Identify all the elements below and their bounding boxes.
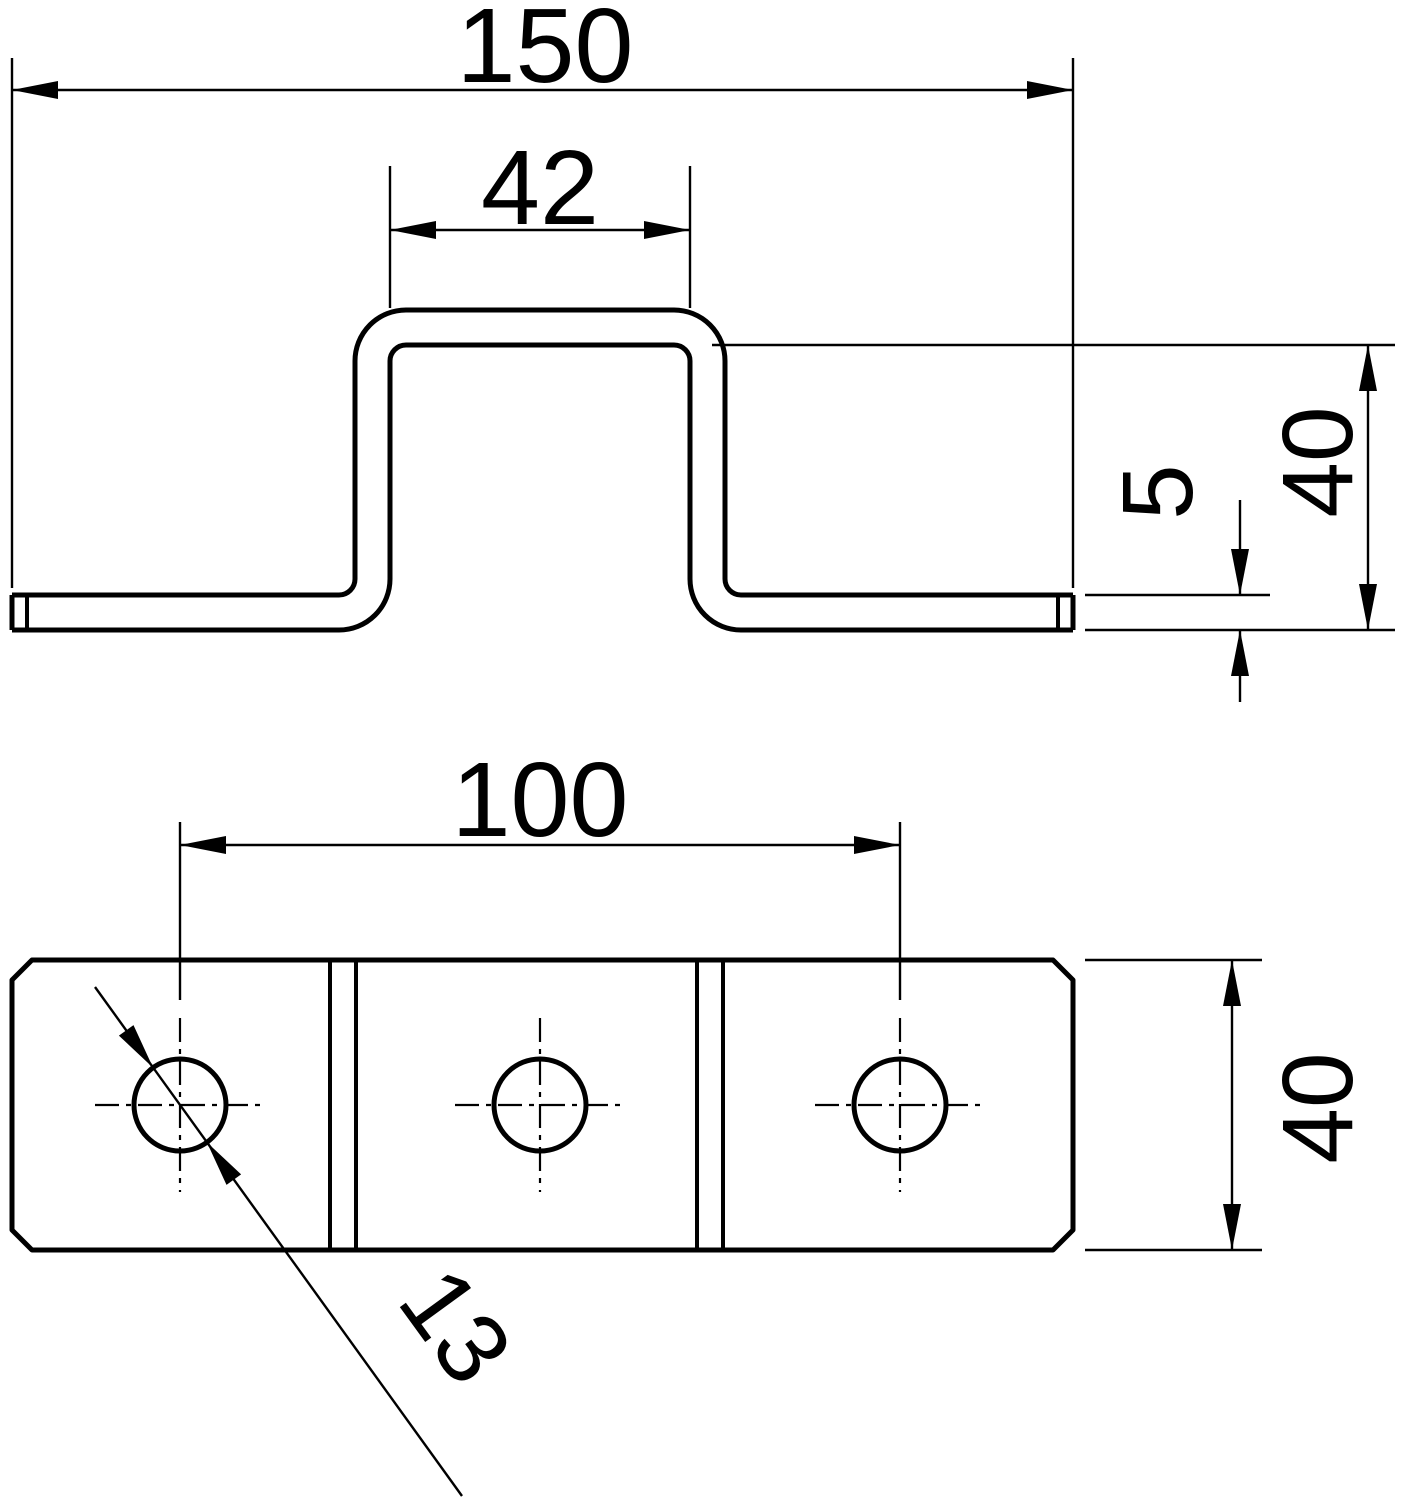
dim-profile-height-label: 40 — [1262, 406, 1374, 517]
arrowhead-left — [12, 81, 58, 99]
dim-crown-width: 42 — [388, 129, 692, 308]
dim-hole-spacing: 100 — [178, 741, 902, 1000]
dim-crown-width-label: 42 — [481, 129, 599, 247]
leader-line — [94, 986, 463, 1497]
arrowhead-upper — [118, 1025, 154, 1068]
arrowhead-lower — [206, 1142, 242, 1185]
dim-overall-width-label: 150 — [457, 0, 634, 105]
arrowhead-top — [1359, 345, 1377, 391]
arrowhead-top — [1223, 960, 1241, 1006]
arrowhead-up — [1231, 630, 1249, 676]
arrowhead-left — [390, 221, 436, 239]
dim-overall-width: 150 — [10, 0, 1075, 588]
dim-hole-spacing-label: 100 — [452, 741, 629, 859]
arrowhead-bottom — [1359, 584, 1377, 630]
profile-bottom-surface-path — [12, 342, 1073, 633]
dim-profile-height: 40 — [712, 343, 1395, 632]
arrowhead-down — [1231, 549, 1249, 595]
dim-plate-depth-label: 40 — [1262, 1052, 1374, 1163]
dim-thickness: 5 — [1085, 464, 1270, 702]
plate-outline-path — [9, 957, 1076, 1253]
arrowhead-right — [1027, 81, 1073, 99]
arrowhead-right — [854, 836, 900, 854]
dim-thickness-label: 5 — [1102, 464, 1214, 520]
front-view: 150 42 40 — [9, 0, 1395, 702]
plan-view: 100 40 13 — [9, 741, 1374, 1497]
arrowhead-left — [180, 836, 226, 854]
arrowhead-right — [644, 221, 690, 239]
arrowhead-bottom — [1223, 1204, 1241, 1250]
dim-hole-diameter-label: 13 — [378, 1248, 534, 1404]
profile-top-surface-path — [12, 307, 1073, 598]
dim-plate-depth: 40 — [1085, 958, 1374, 1252]
